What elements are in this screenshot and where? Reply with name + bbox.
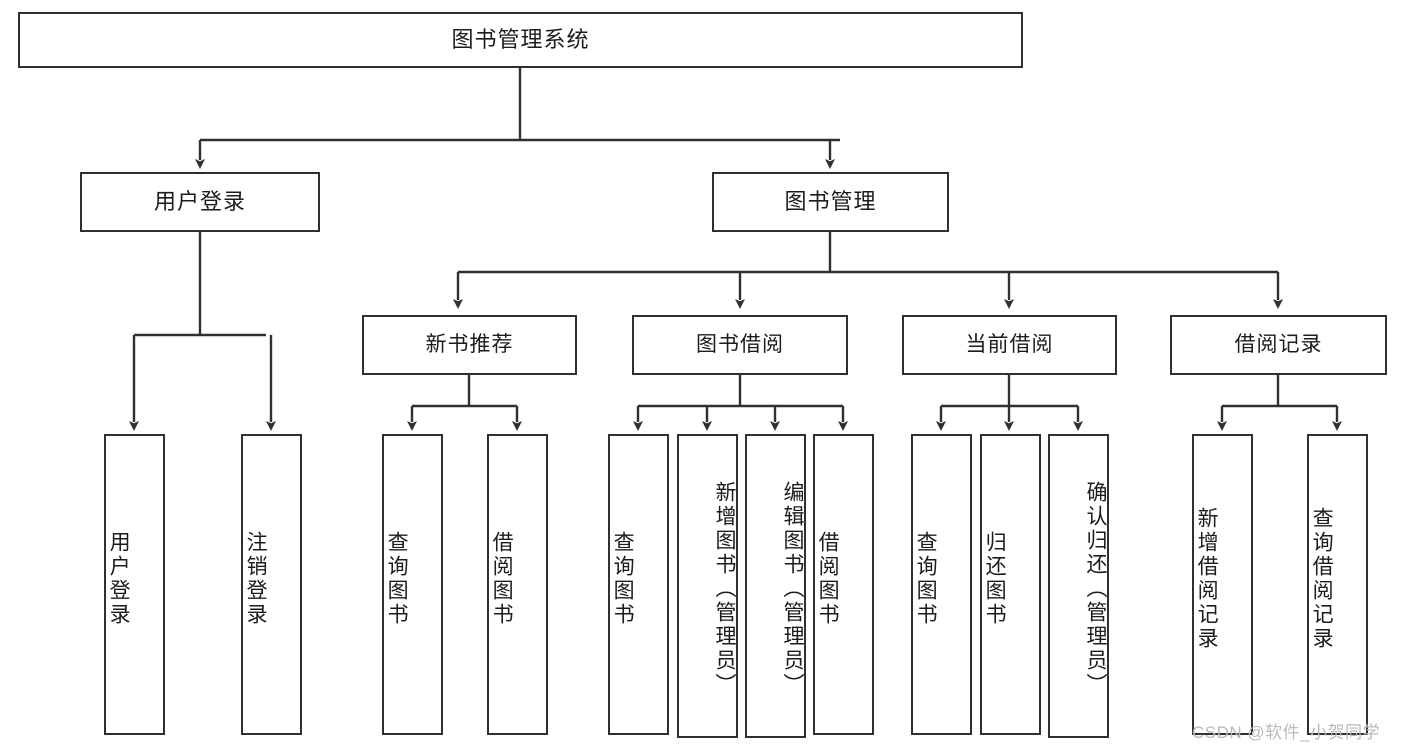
node-leaf-query-record-label: 查询借阅记录	[1310, 506, 1334, 651]
node-leaf-return-book-label: 归还图书	[983, 530, 1007, 627]
node-root[interactable]: 图书管理系统	[18, 12, 1023, 68]
node-book-manage[interactable]: 图书管理	[712, 172, 949, 232]
node-leaf-edit-book-label: 编辑图书（管理员）	[781, 481, 804, 697]
node-leaf-user-logout-label: 注销登录	[244, 530, 268, 627]
node-new-book-recommend-label: 新书推荐	[425, 332, 514, 356]
node-book-borrow[interactable]: 图书借阅	[632, 315, 848, 375]
node-leaf-query-book-3[interactable]: 查询图书	[911, 434, 972, 735]
node-user-login[interactable]: 用户登录	[80, 172, 320, 232]
node-leaf-user-login-label: 用户登录	[107, 530, 131, 627]
node-leaf-confirm-return[interactable]: 确认归还（管理员）	[1048, 434, 1109, 738]
node-user-login-label: 用户登录	[153, 189, 246, 215]
node-leaf-add-record[interactable]: 新增借阅记录	[1192, 434, 1253, 735]
node-leaf-query-book-2[interactable]: 查询图书	[608, 434, 669, 735]
node-leaf-add-record-label: 新增借阅记录	[1195, 506, 1219, 651]
node-leaf-return-book[interactable]: 归还图书	[980, 434, 1041, 735]
node-new-book-recommend[interactable]: 新书推荐	[362, 315, 577, 375]
watermark-text: CSDN @软件_小贺同学	[1192, 723, 1381, 742]
node-leaf-add-book-label: 新增图书（管理员）	[713, 481, 736, 697]
node-leaf-borrow-book-2-label: 借阅图书	[816, 530, 840, 627]
node-root-label: 图书管理系统	[451, 27, 590, 53]
node-borrow-record-label: 借阅记录	[1234, 332, 1323, 356]
node-leaf-add-book[interactable]: 新增图书（管理员）	[677, 434, 738, 738]
node-leaf-edit-book[interactable]: 编辑图书（管理员）	[745, 434, 806, 738]
node-leaf-query-book-3-label: 查询图书	[914, 530, 938, 627]
node-current-borrow[interactable]: 当前借阅	[902, 315, 1117, 375]
node-leaf-borrow-book-1[interactable]: 借阅图书	[487, 434, 548, 735]
node-leaf-user-login[interactable]: 用户登录	[104, 434, 165, 735]
node-leaf-confirm-return-label: 确认归还（管理员）	[1084, 481, 1107, 697]
node-book-borrow-label: 图书借阅	[696, 332, 784, 356]
node-leaf-user-logout[interactable]: 注销登录	[241, 434, 302, 735]
node-leaf-query-book-1-label: 查询图书	[385, 530, 409, 627]
node-borrow-record[interactable]: 借阅记录	[1170, 315, 1387, 375]
node-leaf-borrow-book-2[interactable]: 借阅图书	[813, 434, 874, 735]
node-book-manage-label: 图书管理	[784, 189, 877, 215]
node-leaf-query-book-1[interactable]: 查询图书	[382, 434, 443, 735]
node-leaf-query-record[interactable]: 查询借阅记录	[1307, 434, 1368, 735]
node-leaf-query-book-2-label: 查询图书	[611, 530, 635, 627]
node-leaf-borrow-book-1-label: 借阅图书	[490, 530, 514, 627]
node-current-borrow-label: 当前借阅	[965, 332, 1054, 356]
